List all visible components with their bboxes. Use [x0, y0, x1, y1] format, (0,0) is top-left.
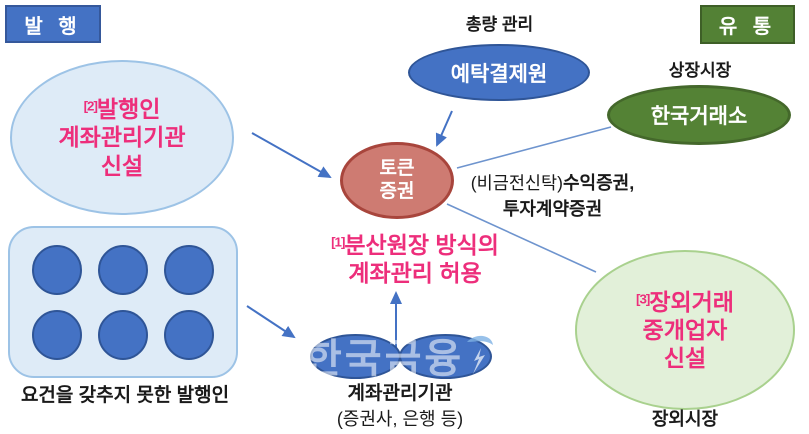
issuer-dot	[164, 244, 214, 295]
arrow-issuer-amo-to-token	[251, 132, 332, 178]
issuance-tag-label: 발 행	[24, 15, 82, 38]
securities-types-line1: (비금전신탁)수익증권,	[470, 172, 635, 193]
distribution-tag-label: 유 통	[718, 16, 777, 38]
dlt-line2: 계좌관리 허용	[348, 260, 482, 286]
dlt-sup: [1]	[331, 234, 345, 250]
account-mgmt-subtitle: (증권사, 은행 등)	[336, 409, 464, 430]
distribution-tag: 유 통	[700, 5, 795, 44]
ksd-node: 예탁결제원	[408, 44, 590, 101]
issuer-dot	[32, 244, 82, 295]
token-line1: 토큰	[379, 157, 415, 179]
issuer-dot	[32, 309, 82, 360]
issuer-dot	[164, 309, 214, 360]
issuer-dot-row	[32, 244, 214, 295]
otc-broker-node: [3]장외거래 중개업자 신설	[575, 250, 795, 410]
unqualified-issuers-label: 요건을 갖추지 못한 발행인	[20, 384, 230, 406]
issuer-amo-sup: [2]	[83, 98, 98, 114]
issuance-tag: 발 행	[5, 5, 101, 43]
token-securities-node: 토큰 증권	[340, 142, 454, 219]
issuer-dot	[98, 309, 148, 360]
line-token-to-otc-broker	[446, 203, 597, 273]
listed-market-label: 상장시장	[668, 60, 732, 80]
line-token-to-krx	[456, 126, 612, 169]
account-mgmt-caption: 계좌관리기관 (증권사, 은행 등)	[300, 382, 500, 432]
token-line2: 증권	[379, 180, 415, 202]
otc-broker-sup: [3]	[636, 291, 650, 307]
dlt-line1: [1]분산원장 방식의	[331, 231, 499, 258]
issuer-amo-line1: [2]발행인	[83, 96, 161, 123]
issuer-amo-node: [2]발행인 계좌관리기관 신설	[10, 60, 234, 215]
total-management-label: 총량 관리	[465, 14, 534, 34]
krx-label: 한국거래소	[650, 105, 748, 128]
otc-broker-line1: [3]장외거래	[636, 288, 734, 315]
issuer-dot	[98, 244, 148, 295]
otc-market-label: 장외시장	[651, 409, 719, 430]
krx-node: 한국거래소	[607, 85, 791, 145]
otc-broker-line2: 중개업자	[642, 316, 728, 343]
unqualified-issuers-box	[8, 226, 238, 378]
account-mgmt-ellipse-left	[310, 334, 401, 379]
account-mgmt-ellipse-right	[399, 334, 492, 379]
securities-types-line2: 투자계약증권	[502, 199, 603, 219]
dlt-allow-note: [1]분산원장 방식의 계좌관리 허용	[283, 226, 547, 292]
otc-broker-line3: 신설	[663, 345, 707, 372]
securities-types-note: (비금전신탁)수익증권, 투자계약증권	[450, 166, 655, 226]
issuer-dot-row	[32, 309, 214, 360]
ksd-label: 예탁결제원	[450, 62, 548, 86]
issuer-amo-line3: 신설	[100, 152, 144, 179]
issuer-amo-line2: 계좌관리기관	[58, 124, 186, 151]
arrow-ksd-to-token	[435, 110, 453, 147]
account-mgmt-title: 계좌관리기관	[347, 382, 453, 404]
arrow-unqualified-to-account-mgmt	[246, 305, 296, 339]
